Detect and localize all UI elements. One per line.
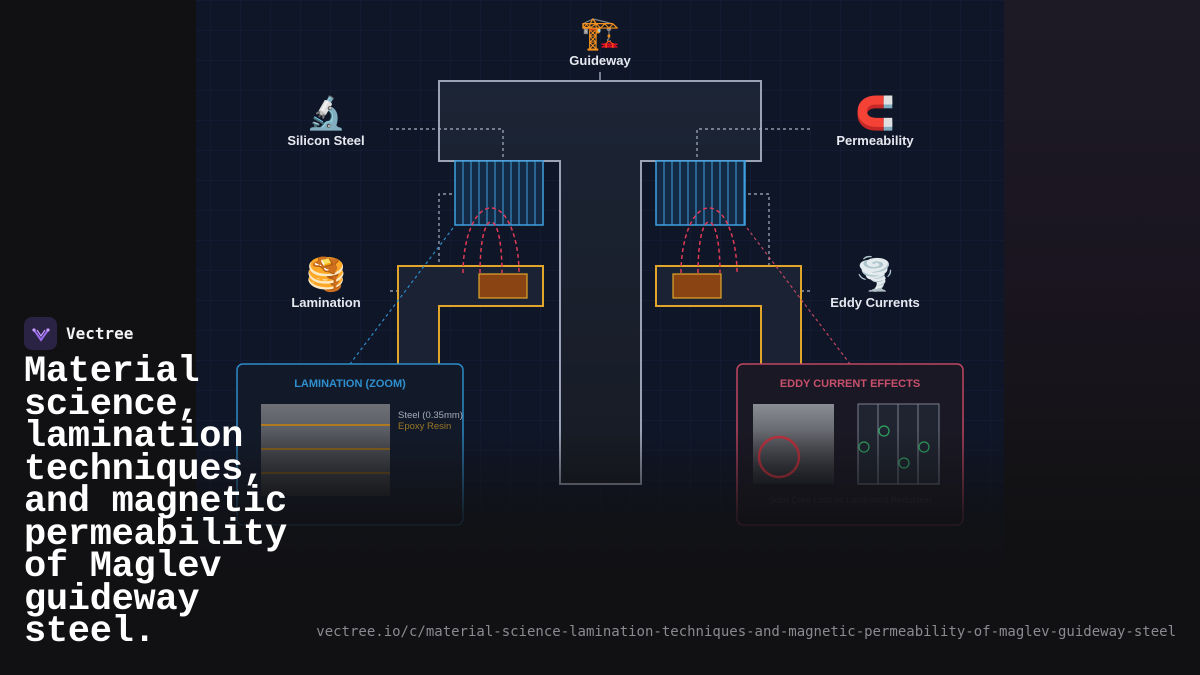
brand-name: Vectree <box>66 324 134 343</box>
guideway-icon: 🏗️ <box>580 15 620 51</box>
silicon-steel-label: Silicon Steel <box>287 133 364 148</box>
permeability-label: Permeability <box>836 133 914 148</box>
resin-layer-label: Epoxy Resin <box>398 421 451 432</box>
eddy-panel-caption: Solid Core Loss vs Laminated Reduction <box>769 495 932 505</box>
right-ambient-glow <box>1004 0 1200 675</box>
lamination-zoom-connector <box>349 227 454 365</box>
eddy-currents-icon: 🌪️ <box>855 255 895 293</box>
eddy-currents-label: Eddy Currents <box>830 295 920 310</box>
permeability-icon: 🧲 <box>855 95 895 131</box>
eddy-current-panel: EDDY CURRENT EFFECTS Solid Core Loss vs … <box>736 363 964 526</box>
silicon-steel-icon: 🔬 <box>306 94 346 131</box>
lamination-icon: 🥞 <box>306 256 346 294</box>
right-field-lines <box>680 207 738 274</box>
brand: Vectree <box>24 317 133 350</box>
left-field-lines <box>462 207 520 274</box>
lamination-panel-title: LAMINATION (ZOOM) <box>294 378 406 390</box>
right-stator-coil <box>655 160 746 226</box>
page-title: Material science, lamination techniques,… <box>24 351 287 653</box>
left-stator-coil <box>454 160 544 226</box>
silicon-steel-connector <box>390 128 504 161</box>
vectree-logo-icon <box>24 317 57 350</box>
permeability-connector <box>696 128 810 161</box>
right-magnet-core <box>672 273 722 299</box>
steel-layer-label: Steel (0.35mm) <box>398 410 463 421</box>
guideway-label: Guideway <box>569 53 631 68</box>
eddy-zoom-connector <box>746 227 851 365</box>
eddy-panel-title: EDDY CURRENT EFFECTS <box>780 378 920 390</box>
left-magnet-core <box>478 273 528 299</box>
lamination-label: Lamination <box>291 295 360 310</box>
page-url: vectree.io/c/material-science-lamination… <box>316 624 1176 640</box>
